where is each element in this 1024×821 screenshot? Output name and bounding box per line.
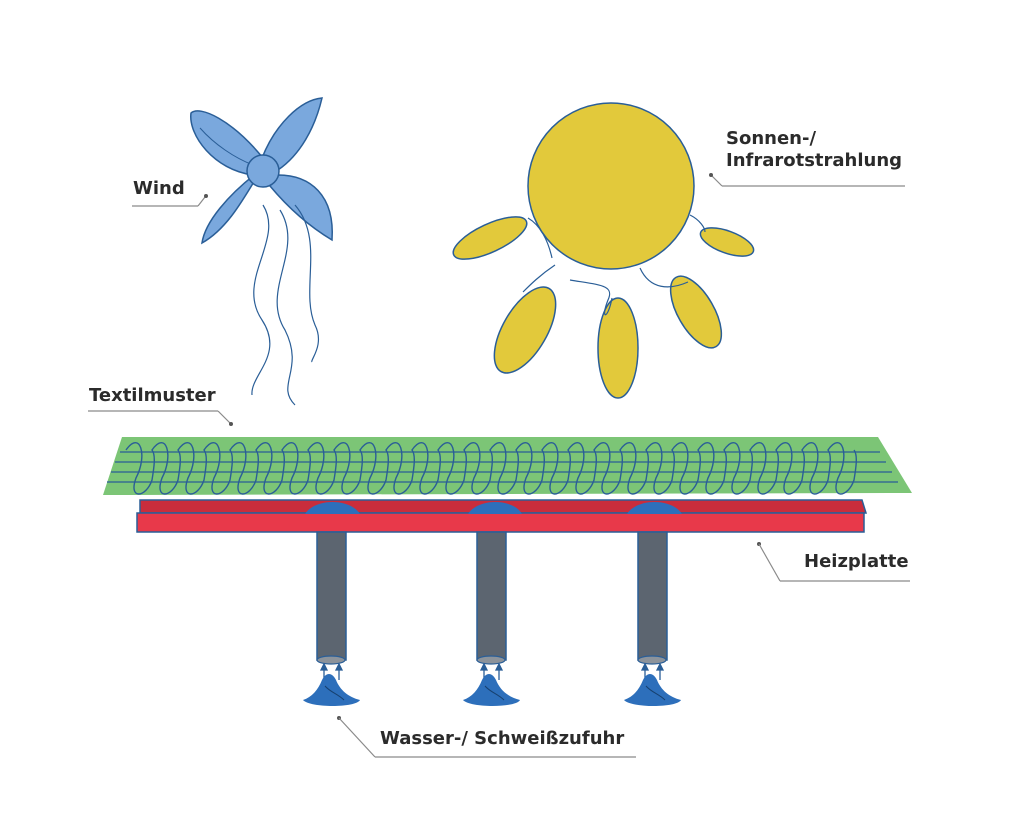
droplet-icon <box>463 674 520 706</box>
plate-leader-line <box>757 542 910 582</box>
heating-plate <box>136 499 868 533</box>
sun-label-line1: Sonnen-/ <box>726 128 817 149</box>
sun-label-line2: Infrarotstrahlung <box>726 150 903 171</box>
water-leader-line <box>337 716 636 758</box>
pipe-right <box>637 531 668 665</box>
flow-arrows <box>319 662 665 680</box>
wind-leader-line <box>132 194 208 207</box>
wind-label: Wind <box>133 178 185 199</box>
pipe-left <box>316 531 347 665</box>
sun-label: Sonnen-/ Infrarotstrahlung <box>726 128 902 172</box>
heating-plate-label: Heizplatte <box>804 551 909 572</box>
droplet-icon <box>624 674 681 706</box>
sun-leader-line <box>709 173 905 187</box>
textile-leader-line <box>88 410 233 426</box>
textile-label: Textilmuster <box>89 385 216 406</box>
water-supply-label: Wasser-/ Schweißzufuhr <box>380 728 625 749</box>
sun-icon <box>452 102 755 399</box>
textile-pattern <box>103 437 912 495</box>
droplet-icon <box>303 674 360 706</box>
fan-icon <box>190 97 333 406</box>
pipe-middle <box>476 531 507 665</box>
